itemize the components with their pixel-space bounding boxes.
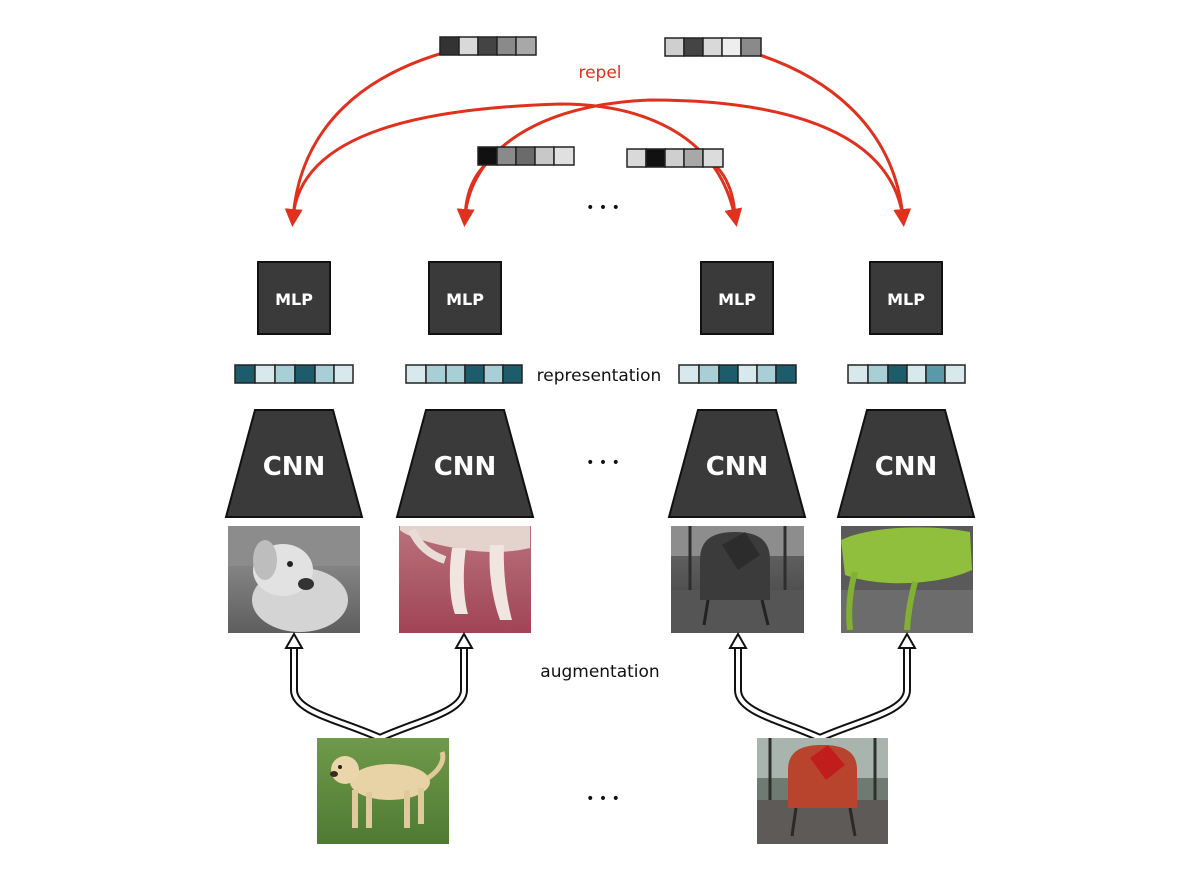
cnn-block-1-label: CNN: [263, 452, 326, 482]
representation-vector-2: [405, 364, 523, 384]
mlp-block-1: MLP: [257, 261, 331, 335]
mlp-block-3: MLP: [700, 261, 774, 335]
chair-augmented-gray-image: [671, 526, 804, 633]
representation-vector-1: [234, 364, 354, 384]
bottom-ellipsis: • • •: [586, 791, 620, 807]
repel-arc-outer-right: [727, 44, 912, 227]
augmentation-label: augmentation: [540, 662, 659, 682]
repel-arc-outer-left: [284, 44, 471, 227]
cnn-block-3: CNN: [667, 409, 807, 518]
cnn-block-4-label: CNN: [875, 452, 938, 482]
representation-vector-3: [678, 364, 797, 384]
dog-original-image: [317, 738, 449, 844]
mlp-block-2: MLP: [428, 261, 502, 335]
cnn-block-4: CNN: [836, 409, 976, 518]
top-ellipsis: • • •: [586, 200, 620, 216]
chair-augmented-green-image: [841, 526, 973, 633]
dog-augmented-red-image: [399, 526, 531, 633]
cnn-block-1: CNN: [224, 409, 364, 518]
mid-vector-left: [477, 146, 575, 166]
mlp-block-4: MLP: [869, 261, 943, 335]
mid-vector-right: [626, 148, 724, 168]
cnn-block-2: CNN: [395, 409, 535, 518]
chair-original-image: [757, 738, 888, 844]
mlp-block-4-label: MLP: [887, 290, 925, 309]
top-vector-right: [664, 37, 762, 57]
repel-label: repel: [578, 63, 621, 83]
mlp-block-2-label: MLP: [446, 290, 484, 309]
middle-ellipsis: • • •: [586, 455, 620, 471]
cnn-block-3-label: CNN: [706, 452, 769, 482]
top-vector-left: [439, 36, 537, 56]
representation-vector-4: [847, 364, 966, 384]
mlp-block-1-label: MLP: [275, 290, 313, 309]
cnn-block-2-label: CNN: [434, 452, 497, 482]
representation-label: representation: [537, 366, 662, 386]
dog-augmented-gray-image: [228, 526, 360, 633]
mlp-block-3-label: MLP: [718, 290, 756, 309]
augmentation-arrows: [284, 631, 917, 742]
